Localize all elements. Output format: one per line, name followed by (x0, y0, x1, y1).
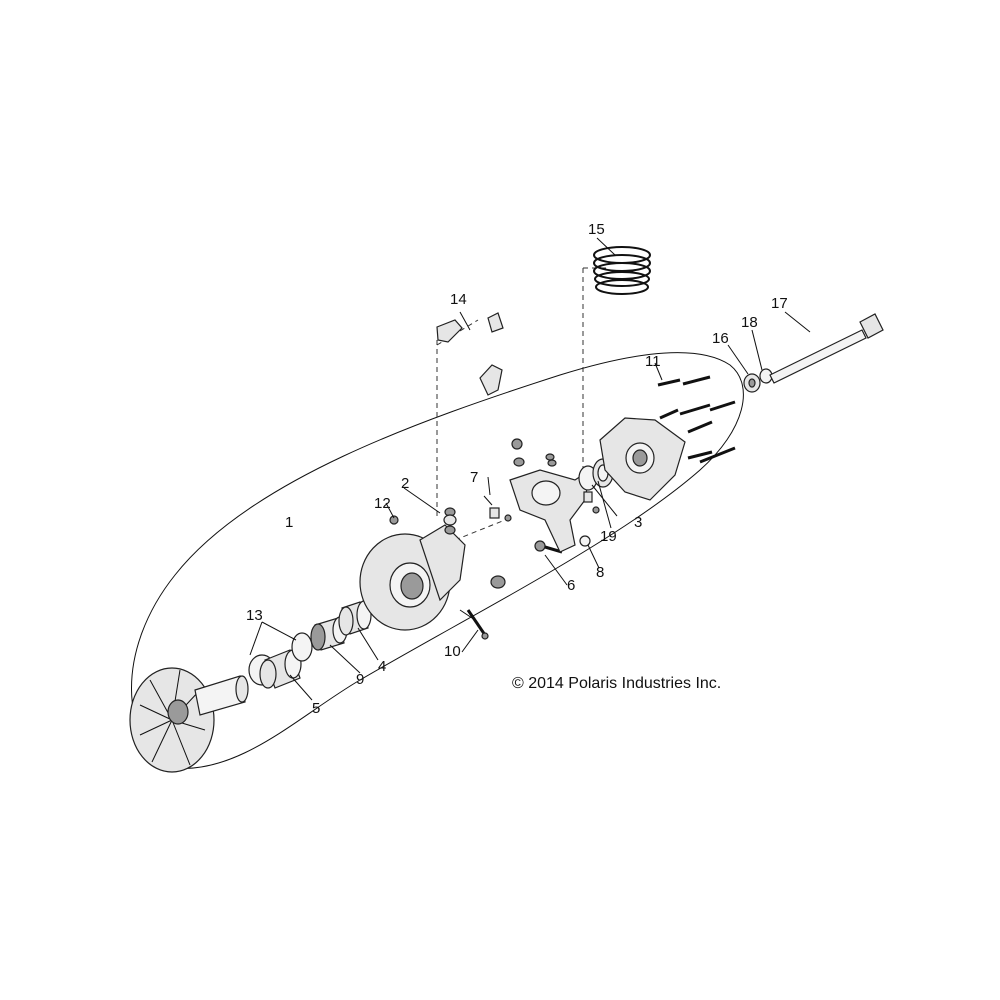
fixed-sheave (129, 667, 249, 773)
assembly-outline (131, 352, 744, 770)
callout-1: 1 (285, 514, 293, 531)
spring-15 (593, 246, 651, 295)
pin-7 (483, 495, 512, 522)
callout-17: 17 (771, 295, 788, 312)
roller-small (490, 575, 506, 589)
callout-14: 14 (450, 291, 467, 308)
callout-3: 3 (634, 514, 642, 531)
callout-10: 10 (444, 643, 461, 660)
callout-13: 13 (246, 607, 263, 624)
nut-12 (389, 515, 399, 525)
bushing-4 (338, 600, 372, 636)
leader-lines (249, 237, 811, 701)
callout-5: 5 (312, 700, 320, 717)
callout-11: 11 (645, 353, 661, 370)
callout-16: 16 (712, 330, 729, 347)
washer-16 (743, 373, 761, 393)
weights-14 (436, 312, 504, 396)
callout-19: 19 (600, 528, 617, 545)
cover (599, 417, 686, 501)
washer-8 (579, 535, 591, 547)
moveable-sheave (359, 524, 476, 631)
callout-2: 2 (401, 475, 409, 492)
bolts-11 (657, 375, 736, 464)
roller-2 (443, 507, 457, 535)
guide-line-14b (436, 319, 479, 346)
bolt-17 (769, 313, 884, 384)
callout-4: 4 (378, 658, 386, 675)
ring-13b (291, 632, 313, 662)
callout-9: 9 (356, 671, 364, 688)
pin-10 (466, 609, 489, 640)
callout-18: 18 (741, 314, 758, 331)
callout-8: 8 (596, 564, 604, 581)
callout-12: 12 (374, 495, 391, 512)
callout-7: 7 (470, 469, 478, 486)
spider (509, 438, 591, 553)
copyright-text: © 2014 Polaris Industries Inc. (512, 675, 721, 692)
callout-15: 15 (588, 221, 605, 238)
guide-line-center (454, 519, 506, 541)
callout-6: 6 (567, 577, 575, 594)
